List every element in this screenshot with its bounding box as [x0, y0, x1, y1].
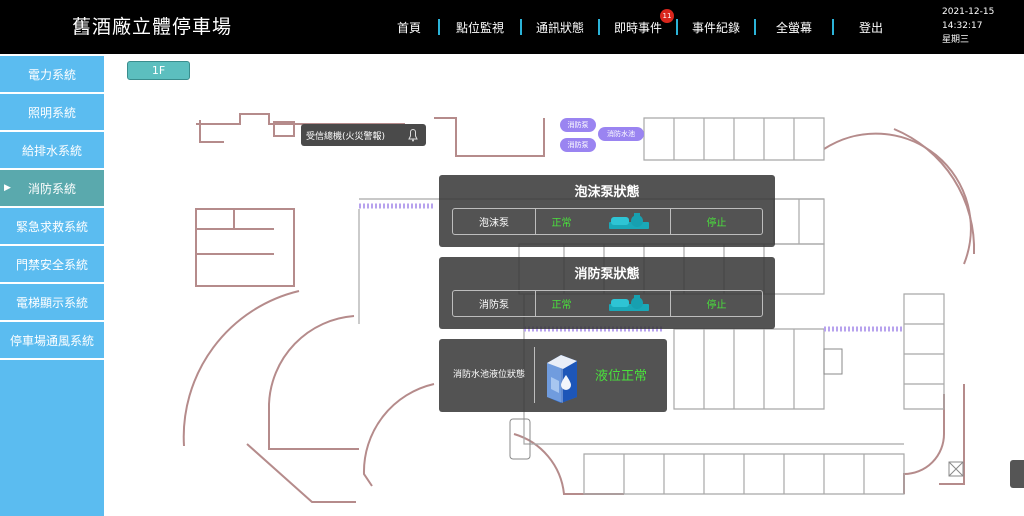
fire-pump-status-panel: 消防泵狀態 消防泵 正常 停止 [439, 257, 775, 329]
clock-time: 14:32:17 [942, 21, 983, 31]
sidebar-item-power[interactable]: 電力系統 [0, 56, 104, 94]
water-tank-icon [539, 347, 583, 403]
nav-point-monitor[interactable]: 點位監視 [455, 20, 504, 35]
sidebar-item-elevator[interactable]: 電梯顯示系統 [0, 284, 104, 322]
nav-logout[interactable]: 登出 [858, 20, 883, 35]
nav-event-log[interactable]: 事件紀錄 [691, 20, 740, 35]
panel-divider [534, 347, 535, 403]
nav-separator [676, 19, 678, 35]
fire-pump-run-state: 停止 [706, 300, 727, 311]
sidebar-item-fire[interactable]: ▶ 消防系統 [0, 170, 104, 208]
foam-pump-panel-title: 泡沫泵狀態 [574, 185, 640, 200]
fire-pump-status: 正常 [551, 300, 572, 311]
fire-alarm-panel-label[interactable]: 受信總機(火災警報) [301, 124, 426, 146]
nav-separator [832, 19, 834, 35]
clock-weekday: 星期三 [942, 35, 970, 45]
sidebar-item-ventilation[interactable]: 停車場通風系統 [0, 322, 104, 360]
water-tank-level-status: 液位正常 [595, 369, 648, 384]
parking-bays-top [643, 117, 825, 161]
settings-tab[interactable] [1010, 460, 1024, 488]
foam-pump-row[interactable]: 泡沫泵 正常 停止 [452, 208, 763, 235]
nav-separator [754, 19, 756, 35]
pump-icon [587, 209, 671, 234]
sidebar-item-emergency[interactable]: 緊急求救系統 [0, 208, 104, 246]
fire-alarm-panel-text: 受信總機(火災警報) [306, 131, 386, 142]
nav-fullscreen[interactable]: 全螢幕 [775, 20, 812, 35]
floor-plan-drawing [182, 113, 976, 503]
event-count-badge: 11 [660, 9, 674, 23]
pump-icon [587, 291, 671, 316]
main-nav: 首頁 點位監視 通訊狀態 即時事件 11 事件紀錄 全螢幕 登出 [380, 0, 908, 54]
fire-pump-row[interactable]: 消防泵 正常 停止 [452, 290, 763, 317]
foam-pump-run-state: 停止 [706, 218, 727, 229]
fire-pump-pill-2[interactable]: 消防泵 [560, 138, 596, 152]
clock: 2021-12-15 14:32:17 星期三 [942, 5, 994, 47]
nav-separator [598, 19, 600, 35]
nav-separator [438, 19, 440, 35]
water-tank-status-panel[interactable]: 消防水池液位狀態 液位正常 [439, 339, 667, 412]
active-arrow-icon: ▶ [4, 183, 11, 193]
nav-separator [520, 19, 522, 35]
foam-pump-status-panel: 泡沫泵狀態 泡沫泵 正常 停止 [439, 175, 775, 247]
nav-realtime-events[interactable]: 即時事件 11 [600, 0, 676, 54]
nav-home[interactable]: 首頁 [396, 20, 421, 35]
fire-water-tank-pill[interactable]: 消防水池 [598, 127, 644, 141]
sidebar-item-access[interactable]: 門禁安全系統 [0, 246, 104, 284]
floor-selector-button[interactable]: 1F [127, 61, 190, 80]
foam-pump-status: 正常 [551, 218, 572, 229]
water-tank-panel-label: 消防水池液位狀態 [452, 370, 525, 380]
sidebar-item-water[interactable]: 給排水系統 [0, 132, 104, 170]
sidebar: 電力系統 照明系統 給排水系統 ▶ 消防系統 緊急求救系統 門禁安全系統 電梯顯… [0, 54, 104, 516]
clock-date: 2021-12-15 [942, 7, 995, 17]
fire-pump-panel-title: 消防泵狀態 [574, 267, 640, 282]
alarm-bell-icon [406, 128, 420, 142]
sidebar-item-fire-label: 消防系統 [27, 181, 76, 196]
nav-realtime-events-label: 即時事件 [613, 20, 662, 35]
foam-pump-name: 泡沫泵 [453, 209, 536, 234]
nav-comm-status[interactable]: 通訊狀態 [535, 20, 584, 35]
floor-plan-area: 1F [104, 54, 1024, 516]
app-title: 舊酒廠立體停車場 [72, 16, 233, 38]
top-bar: 舊酒廠立體停車場 首頁 點位監視 通訊狀態 即時事件 11 事件紀錄 全螢幕 登… [0, 0, 1024, 54]
fire-pump-pill-1[interactable]: 消防泵 [560, 118, 596, 132]
fire-pump-name: 消防泵 [453, 291, 536, 316]
sidebar-item-lighting[interactable]: 照明系統 [0, 94, 104, 132]
